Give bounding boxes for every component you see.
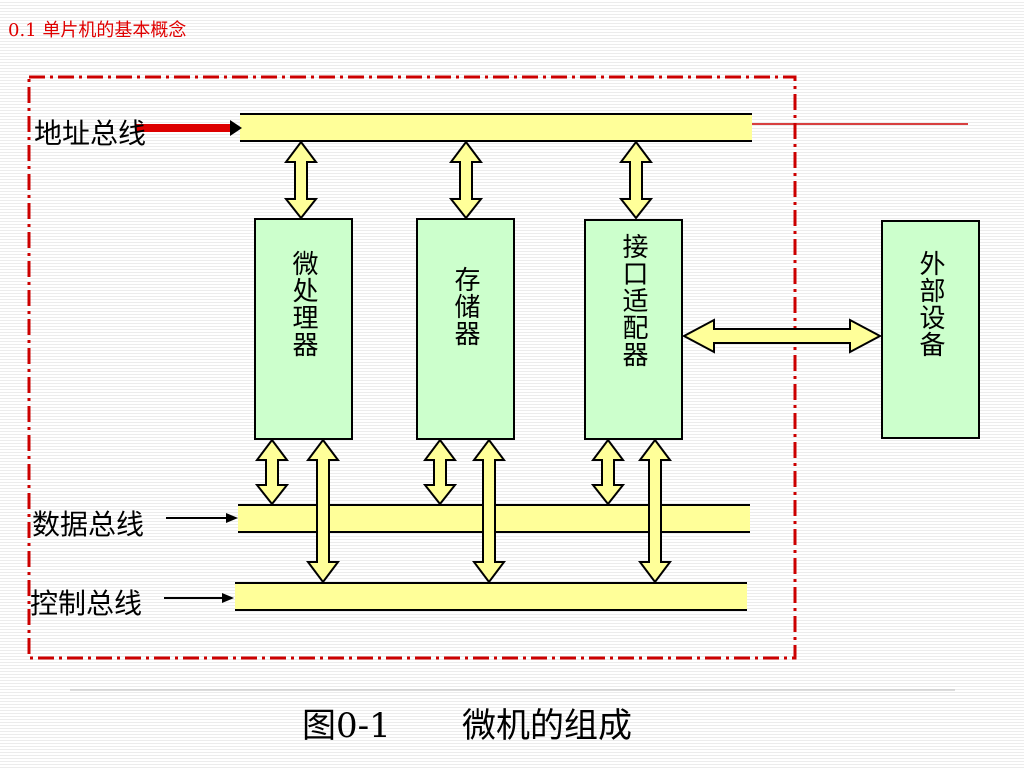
data-bus-pointer — [166, 513, 238, 523]
memory-box: 存储器 — [416, 218, 515, 440]
slide-title: 0.1 单片机的基本概念 — [8, 20, 187, 41]
memory-data-arrow — [422, 438, 458, 506]
memory-label: 存储器 — [450, 266, 480, 347]
system-boundary — [27, 75, 797, 660]
address-bus — [240, 113, 752, 142]
interface-device-arrow — [681, 318, 883, 354]
microprocessor-box: 微处理器 — [254, 218, 353, 440]
memory-address-arrow — [448, 140, 484, 220]
interface-data-arrow — [590, 438, 626, 506]
interface-adapter-label: 接口适配器 — [618, 233, 648, 368]
cpu-control-arrow — [306, 438, 340, 584]
external-device-box: 外部设备 — [881, 220, 980, 439]
cpu-data-arrow — [254, 438, 290, 506]
control-bus — [235, 582, 747, 611]
control-bus-label: 控制总线 — [30, 587, 143, 620]
memory-control-arrow — [472, 438, 506, 584]
address-bus-label: 地址总线 — [34, 117, 147, 150]
data-bus-label: 数据总线 — [32, 508, 145, 541]
interface-control-arrow — [638, 438, 672, 584]
address-bus-pointer — [135, 120, 242, 136]
interface-address-arrow — [618, 140, 654, 220]
microprocessor-label: 微处理器 — [288, 250, 318, 358]
figure-number: 图0-1 — [302, 706, 391, 746]
external-device-label: 外部设备 — [915, 250, 945, 358]
figure-title: 微机的组成 — [462, 706, 632, 746]
interface-adapter-box: 接口适配器 — [584, 219, 683, 440]
control-bus-pointer — [164, 593, 234, 603]
cpu-address-arrow — [283, 140, 319, 220]
